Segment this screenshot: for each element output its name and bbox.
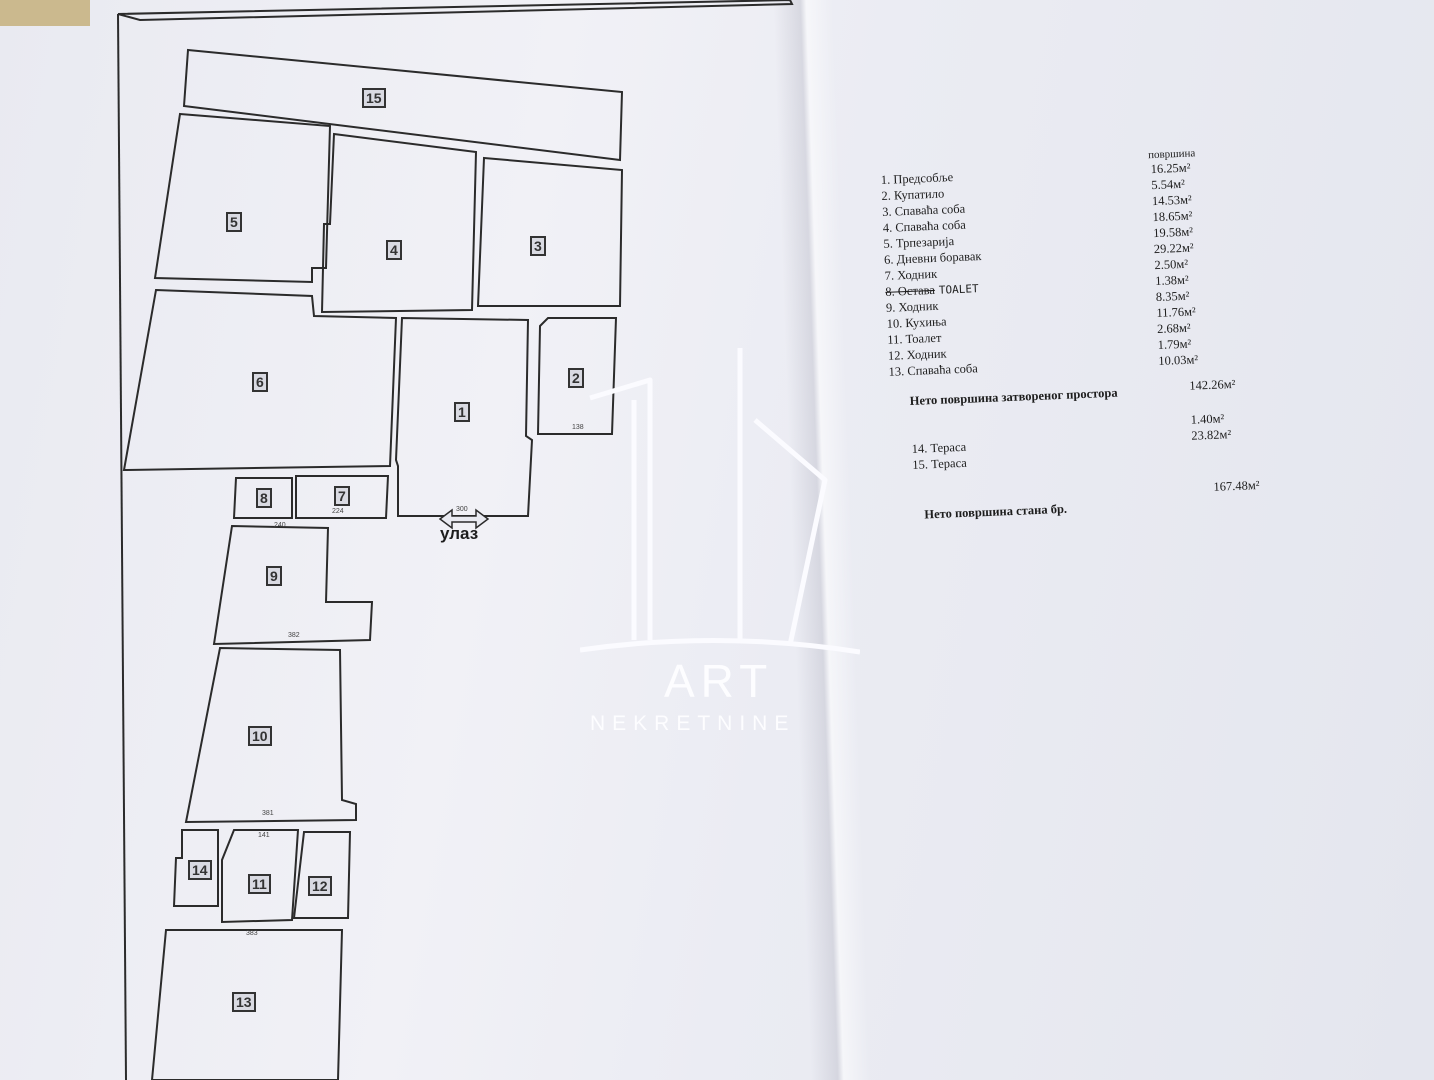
row-value: 1.38м² xyxy=(1154,272,1189,289)
dimension-label: 224 xyxy=(332,508,344,515)
watermark-building-icon xyxy=(580,348,860,655)
dimension-label: 240 xyxy=(274,522,286,529)
handwritten-note: TOALET xyxy=(938,282,979,297)
dimension-label: 138 xyxy=(572,424,584,431)
dimension-label: 141 xyxy=(258,832,270,839)
row-value: 23.82м² xyxy=(1191,427,1232,443)
row-value: 1.79м² xyxy=(1157,336,1192,352)
row-value: 11.76м² xyxy=(1156,304,1197,321)
room-15-outline xyxy=(182,48,624,162)
row-value: 1.40м² xyxy=(1190,411,1225,427)
room-number: 14 xyxy=(188,860,212,880)
row-value: 2.68м² xyxy=(1156,320,1191,337)
dimension-label: 382 xyxy=(288,632,300,639)
room-number: 7 xyxy=(334,486,350,506)
room-number: 3 xyxy=(530,236,546,256)
room-number: 1 xyxy=(454,402,470,422)
watermark-title: ART xyxy=(664,655,774,707)
struck-label: 8. Остава xyxy=(885,282,936,299)
room-number: 2 xyxy=(568,368,584,388)
room-number: 8 xyxy=(256,488,272,508)
room-number: 10 xyxy=(248,726,272,746)
row-value: 2.50м² xyxy=(1154,256,1189,273)
room-number: 13 xyxy=(232,992,256,1012)
row-value: 18.65м² xyxy=(1152,208,1193,225)
room-number: 9 xyxy=(266,566,282,586)
row-value: 16.25м² xyxy=(1150,160,1191,177)
room-number: 4 xyxy=(386,240,402,260)
entrance-label: улаз xyxy=(440,524,479,543)
row-label: 15. Тераса xyxy=(912,455,968,472)
room-number: 5 xyxy=(226,212,242,232)
row-value: 5.54м² xyxy=(1151,176,1186,193)
room-number: 6 xyxy=(252,372,268,392)
room-number: 15 xyxy=(362,88,386,108)
total-area-value: 167.48м² xyxy=(1213,478,1260,494)
room-number: 11 xyxy=(248,874,271,894)
row-value: 8.35м² xyxy=(1155,288,1190,305)
dimension-label: 383 xyxy=(246,930,258,937)
table-surface-corner xyxy=(0,0,90,26)
row-value: 29.22м² xyxy=(1153,240,1194,257)
watermark-subtitle: NEKRETNINE xyxy=(590,712,796,735)
room-number: 12 xyxy=(308,876,332,896)
dimension-label: 300 xyxy=(456,506,468,513)
row-value: 10.03м² xyxy=(1158,352,1199,368)
dimension-label: 381 xyxy=(262,810,274,817)
row-value: 14.53м² xyxy=(1151,192,1192,209)
closed-area-value: 142.26м² xyxy=(1189,376,1236,393)
